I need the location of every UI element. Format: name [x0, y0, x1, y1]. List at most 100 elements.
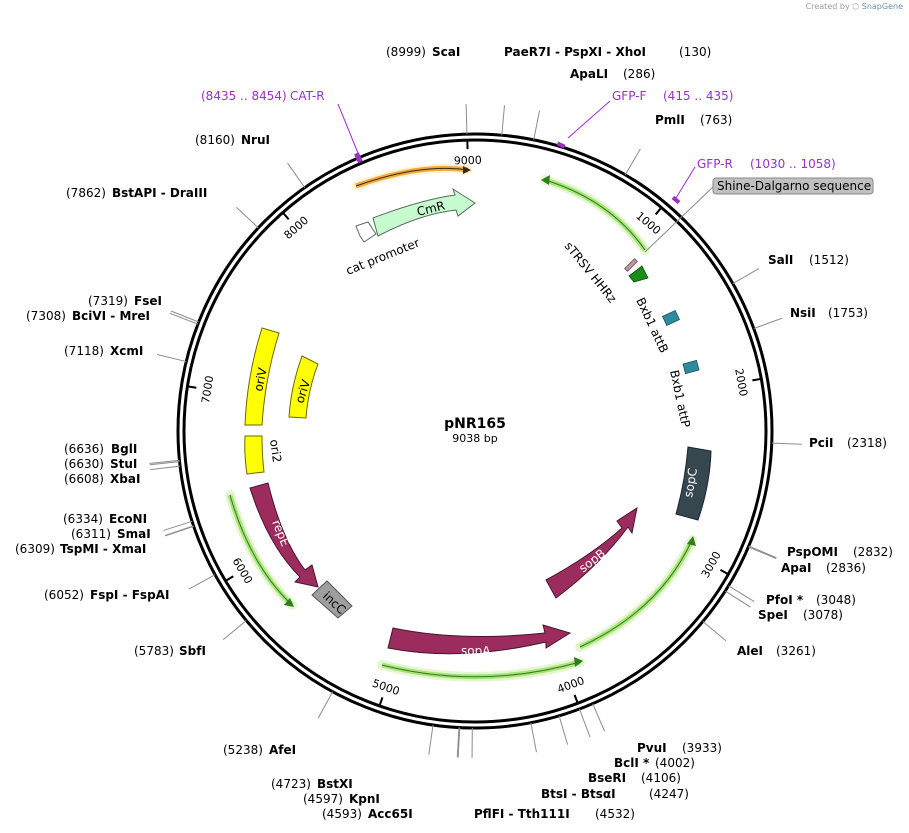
- site-coord-paer7i: (130): [679, 45, 711, 59]
- site-leader-33: [287, 162, 306, 188]
- snapgene-credit: Created by ⬡ SnapGene: [806, 2, 903, 11]
- site-name-tspmi[interactable]: TspMI - XmaI: [60, 542, 146, 556]
- tick-mark-3000: [719, 568, 728, 575]
- backbone-outer-ring: [176, 132, 774, 730]
- incc-feature[interactable]: incC: [311, 580, 353, 619]
- site-coord-bstxi: (4723): [271, 777, 311, 791]
- primer-gfp-r-label: GFP-R: [697, 157, 733, 171]
- site-name-nrui[interactable]: NruI: [241, 133, 270, 147]
- tick-label-8000: 8000: [282, 214, 312, 242]
- site-coord-xcmi: (7118): [64, 344, 104, 358]
- tick-mark-2000: [752, 377, 761, 382]
- primer-cat-r-label: CAT-R: [290, 89, 325, 103]
- site-name-xcmi[interactable]: XcmI: [110, 344, 143, 358]
- cmr-feature[interactable]: CmR: [372, 187, 476, 237]
- sopc-feature[interactable]: sopC: [675, 446, 712, 521]
- sopb-feature[interactable]: sopB: [545, 506, 638, 599]
- site-labels: (8999) ScaI PaeR7I - PspXI - XhoI (130) …: [15, 45, 893, 821]
- cat-promoter-label: cat promoter: [344, 235, 422, 277]
- site-name-pfoi[interactable]: PfoI *: [766, 593, 804, 607]
- site-name-econi[interactable]: EcoNI: [109, 512, 147, 526]
- site-leader-27: [149, 461, 180, 466]
- site-leader-25: [163, 520, 193, 531]
- primer-cat-r[interactable]: (8435 .. 8454) CAT-R: [201, 89, 363, 164]
- site-leader-15: [530, 722, 537, 753]
- site-leader-22: [188, 574, 216, 590]
- site-name-bgli[interactable]: BglI: [111, 442, 137, 456]
- orf-arc-top-right: [540, 175, 650, 255]
- site-leader-9: [728, 585, 755, 602]
- site-name-fspi[interactable]: FspI - FspAI: [90, 588, 169, 602]
- site-coord-pflfi: (4532): [595, 807, 635, 821]
- site-name-pflfi[interactable]: PflFI - Tth111I: [474, 807, 570, 821]
- site-name-xbai[interactable]: XbaI: [110, 472, 140, 486]
- bxb1-attp-feature[interactable]: [682, 359, 700, 375]
- site-name-bstapi[interactable]: BstAPI - DraIII: [112, 186, 207, 200]
- site-coord-nrui: (8160): [195, 133, 235, 147]
- sopc-label: sopC: [681, 467, 700, 499]
- orf-arc-bottom-right: [575, 535, 697, 652]
- site-leader-28: [149, 459, 180, 464]
- site-name-fsei[interactable]: FseI: [134, 294, 162, 308]
- credit-prefix: Created by: [805, 2, 850, 11]
- credit-brand: SnapGene: [861, 2, 903, 11]
- shine-dalgarno-callout[interactable]: Shine-Dalgarno sequence: [644, 177, 874, 253]
- site-coord-fspi: (6052): [44, 588, 84, 602]
- oriv-outer-feature[interactable]: oriV: [244, 327, 280, 426]
- ori2-label: ori2: [267, 438, 284, 463]
- bxb1-attp-label: Bxb1 attP: [667, 369, 693, 429]
- site-name-bcivi[interactable]: BciVI - MreI: [72, 309, 150, 323]
- site-coord-scai: (8999): [386, 45, 426, 59]
- site-leader-8: [748, 546, 777, 560]
- site-coord-pcii: (2318): [847, 436, 887, 450]
- site-coord-pspomi: (2832): [853, 545, 893, 559]
- site-name-paer7i[interactable]: PaeR7I - PspXI - XhoI: [504, 45, 646, 59]
- site-name-pspomi[interactable]: PspOMI: [787, 545, 838, 559]
- primer-gfp-r[interactable]: GFP-R (1030 .. 1058): [671, 157, 836, 205]
- primer-gfp-f[interactable]: GFP-F (415 .. 435): [556, 89, 734, 149]
- site-leader-32: [236, 206, 259, 229]
- site-name-stui[interactable]: StuI: [110, 457, 137, 471]
- site-name-sbfi[interactable]: SbfI: [179, 644, 206, 658]
- site-name-bseri[interactable]: BseRI: [588, 771, 626, 785]
- site-coord-pmli: (763): [700, 113, 732, 127]
- hhrz-feature[interactable]: [624, 258, 638, 272]
- primer-cat-r-coord: (8435 .. 8454): [201, 89, 287, 103]
- site-leader-11: [702, 621, 727, 642]
- site-leader-26: [150, 465, 181, 471]
- plasmid-size: 9038 bp: [452, 432, 497, 445]
- oriv-inner-feature[interactable]: oriV: [288, 355, 319, 419]
- site-name-alei[interactable]: AleI: [737, 644, 763, 658]
- sopa-feature[interactable]: sopA: [387, 624, 572, 658]
- site-name-pmli[interactable]: PmlI: [655, 113, 685, 127]
- ori2-feature[interactable]: ori2: [244, 435, 284, 475]
- site-coord-stui: (6630): [64, 457, 104, 471]
- tick-label-7000: 7000: [199, 375, 216, 405]
- site-name-bstxi[interactable]: BstXI: [317, 777, 353, 791]
- site-name-btsi[interactable]: BtsI - BtsαI: [541, 787, 616, 801]
- site-coord-apai: (2836): [826, 561, 866, 575]
- site-name-pvui[interactable]: PvuI: [637, 741, 667, 755]
- site-name-sali[interactable]: SalI: [768, 253, 793, 267]
- site-leader-29: [156, 354, 187, 363]
- site-name-acc65i[interactable]: Acc65I: [368, 807, 413, 821]
- bxb1-attb-feature[interactable]: [662, 309, 680, 327]
- tick-label-4000: 4000: [555, 674, 586, 696]
- tick-mark-4000: [573, 694, 579, 703]
- site-name-pcii[interactable]: PciI: [809, 436, 834, 450]
- site-name-nsii[interactable]: NsiI: [790, 306, 816, 320]
- site-coord-acc65i: (4593): [322, 807, 362, 821]
- site-name-smai[interactable]: SmaI: [117, 527, 151, 541]
- site-name-apali[interactable]: ApaLI: [570, 67, 608, 81]
- site-name-bcli[interactable]: BclI *: [614, 756, 650, 770]
- site-coord-apali: (286): [623, 67, 655, 81]
- site-coord-xbai: (6608): [64, 472, 104, 486]
- site-coord-spei: (3078): [803, 608, 843, 622]
- sd-feature[interactable]: [628, 265, 649, 283]
- site-name-apai[interactable]: ApaI: [781, 561, 811, 575]
- site-name-afei[interactable]: AfeI: [269, 743, 296, 757]
- site-name-spei[interactable]: SpeI: [758, 608, 788, 622]
- site-leader-4: [732, 268, 760, 284]
- site-name-kpni[interactable]: KpnI: [349, 792, 380, 806]
- site-name-scai[interactable]: ScaI: [432, 45, 460, 59]
